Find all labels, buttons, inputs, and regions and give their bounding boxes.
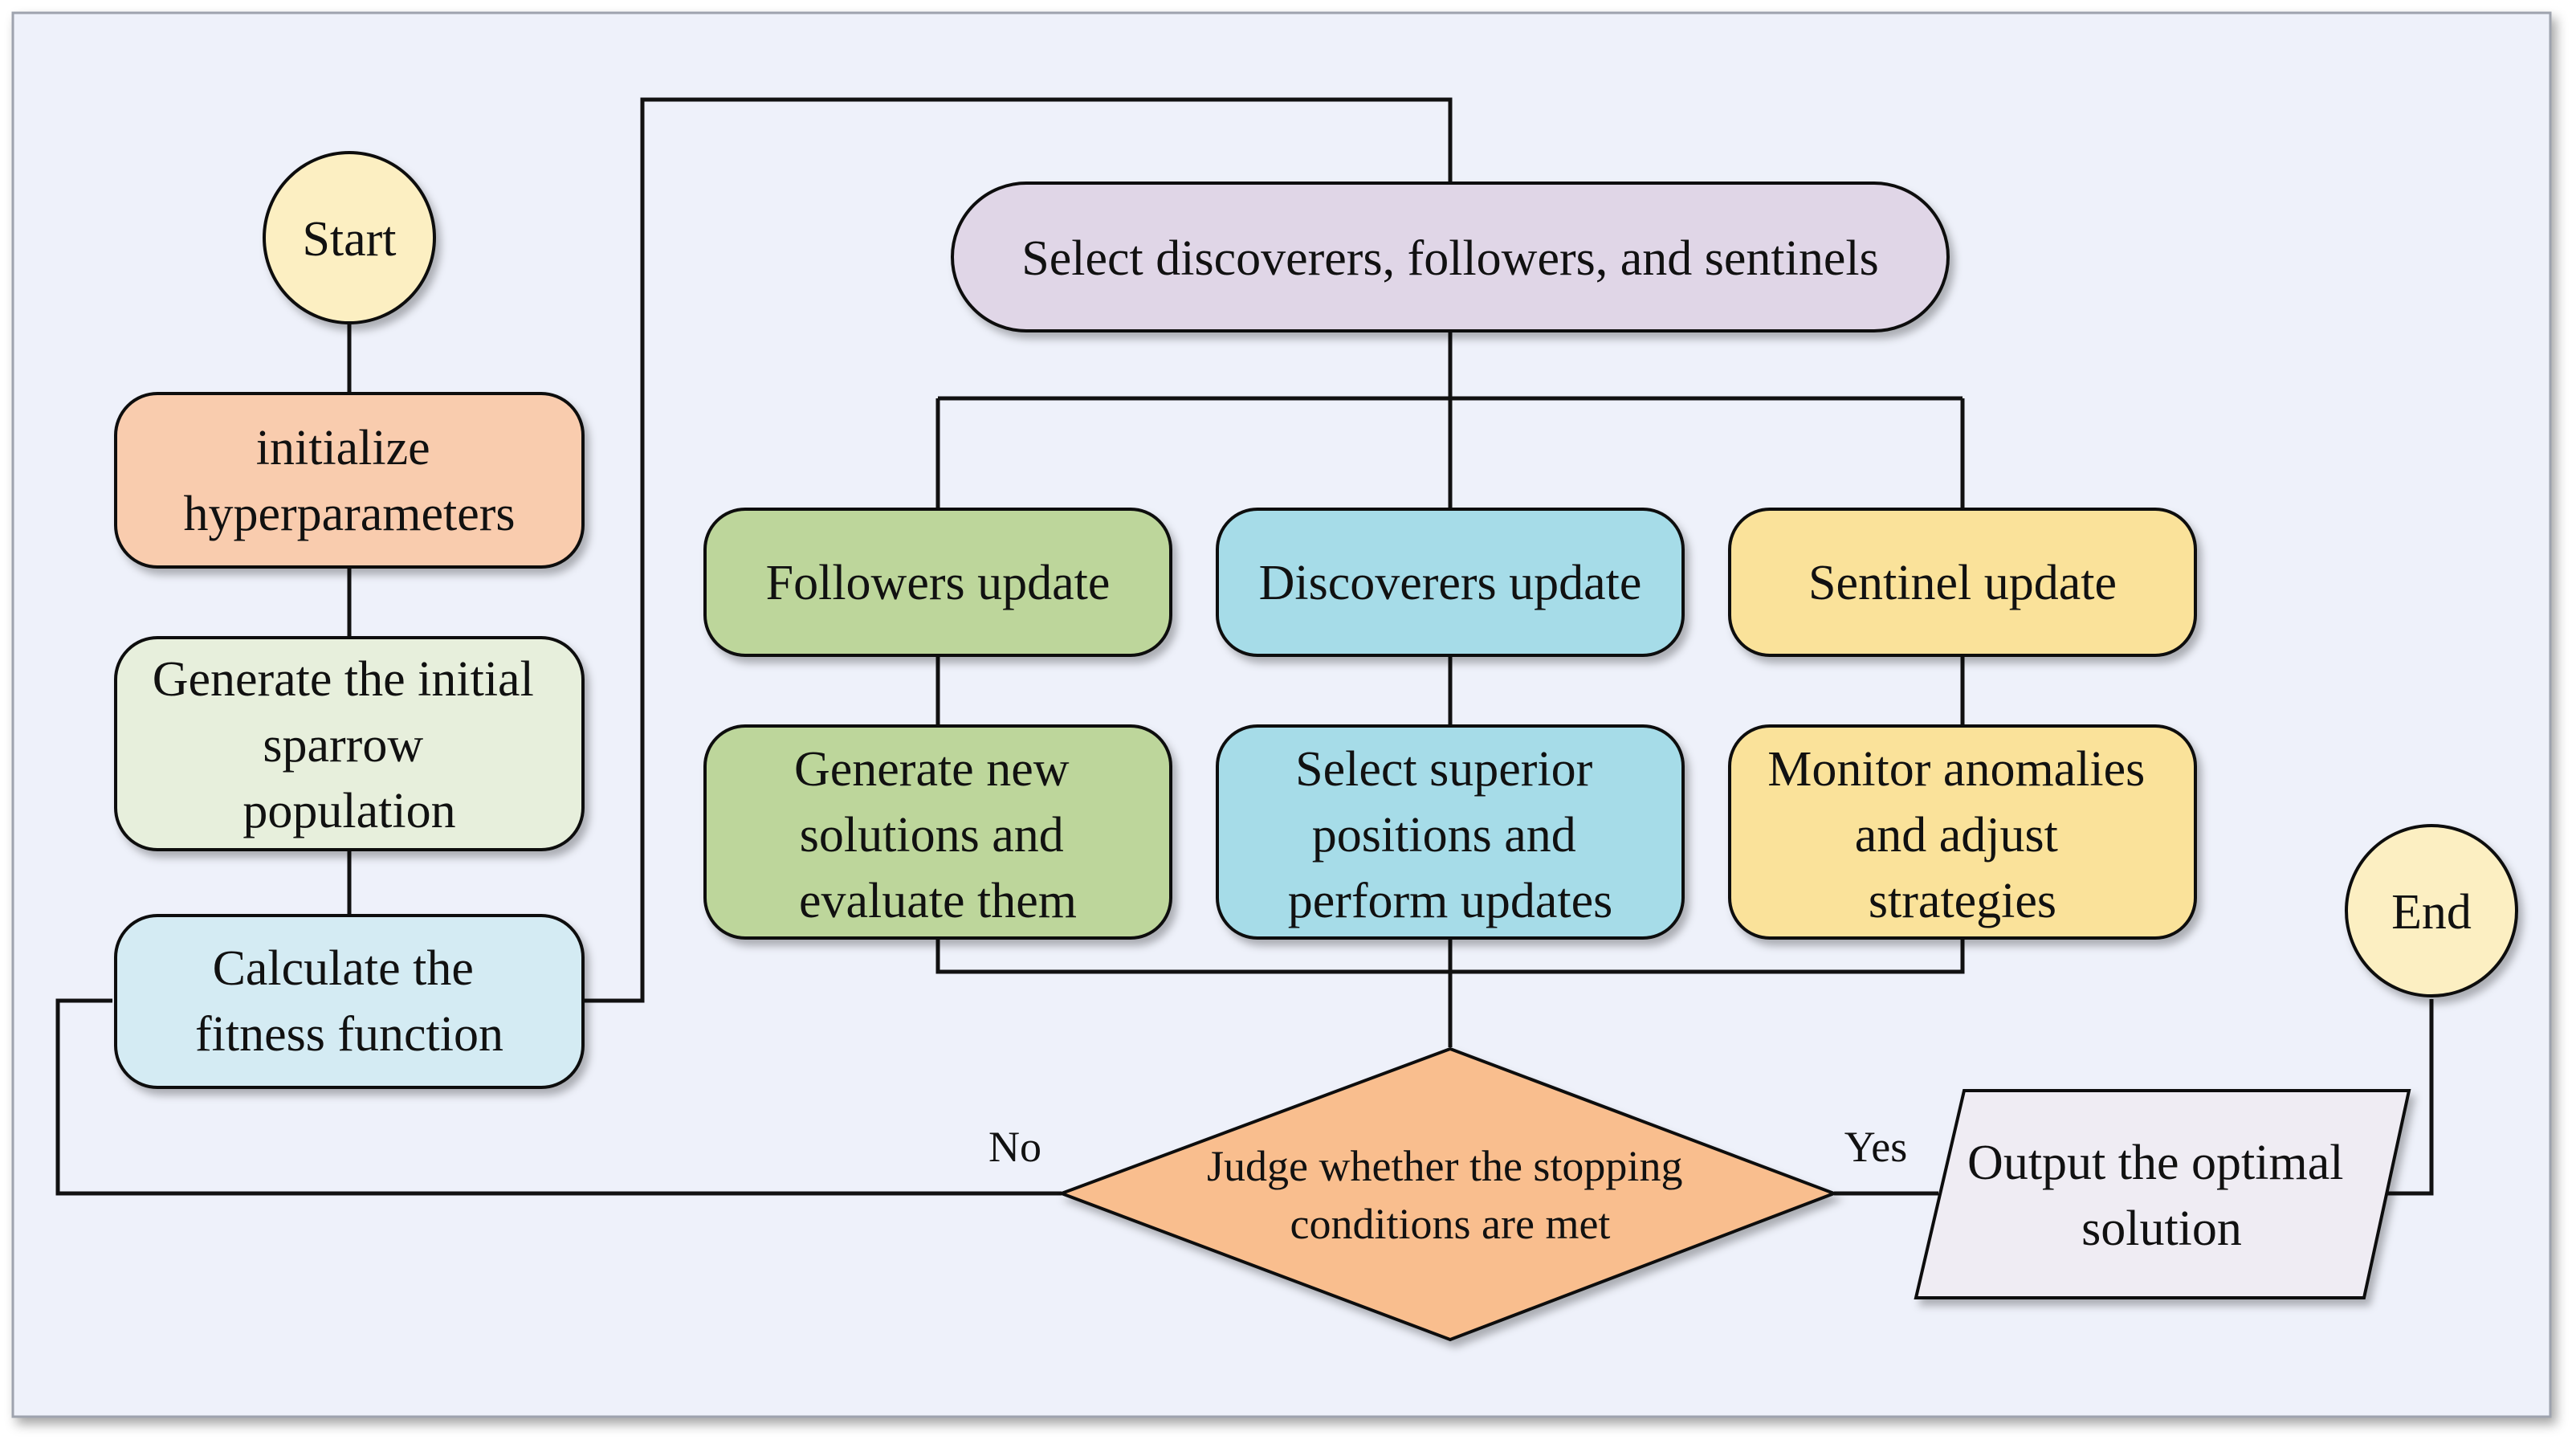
discoverers-update-label: Discoverers update bbox=[1259, 556, 1642, 610]
decision-line-2: conditions are met bbox=[1290, 1200, 1611, 1248]
discoverers-action-line-2: positions and bbox=[1312, 808, 1576, 863]
end-label: End bbox=[2391, 885, 2472, 940]
connectors bbox=[55, 97, 2434, 1196]
sentinel-action-line-3: strategies bbox=[1869, 874, 2056, 928]
decision-line-1: Judge whether the stopping bbox=[1207, 1142, 1682, 1190]
fitness-line-1: Calculate the bbox=[213, 941, 474, 996]
end-circle bbox=[2345, 824, 2518, 997]
followers-action-box bbox=[703, 724, 1172, 940]
fitness-line-2: fitness function bbox=[195, 1007, 503, 1062]
arrow-output-to-end bbox=[2386, 998, 2434, 1196]
followers-update-label: Followers update bbox=[766, 556, 1111, 610]
discoverers-action-box bbox=[1216, 724, 1685, 940]
init-box bbox=[114, 392, 585, 569]
sentinel-action-line-2: and adjust bbox=[1855, 808, 2058, 863]
sentinel-update-box bbox=[1728, 508, 2197, 657]
init-line-1: initialize bbox=[256, 421, 430, 475]
init-line-2: hyperparameters bbox=[183, 487, 515, 541]
population-line-1: Generate the initial bbox=[153, 652, 534, 707]
followers-update-box bbox=[703, 508, 1172, 657]
decision-node: Judge whether the stopping conditions ar… bbox=[1057, 1046, 1839, 1342]
followers-action-label: Generate new solutions and evaluate them bbox=[794, 742, 1082, 928]
fitness-node: Calculate the fitness function bbox=[114, 914, 585, 1089]
followers-update-node: Followers update bbox=[703, 508, 1172, 657]
discoverers-update-node: Discoverers update bbox=[1216, 508, 1685, 657]
sentinel-action-box bbox=[1728, 724, 2197, 940]
discoverers-action-node: Select superior positions and perform up… bbox=[1216, 724, 1685, 940]
end-node: End bbox=[2345, 824, 2518, 997]
output-label: Output the optimal solution bbox=[1967, 1136, 2356, 1256]
decision-diamond bbox=[1057, 1046, 1839, 1342]
start-circle bbox=[263, 151, 436, 324]
sentinel-update-label: Sentinel update bbox=[1808, 556, 2117, 610]
followers-action-line-1: Generate new bbox=[794, 742, 1070, 797]
output-node: Output the optimal solution bbox=[1914, 1089, 2411, 1299]
select-node: Select discoverers, followers, and senti… bbox=[951, 182, 1950, 332]
population-box bbox=[114, 636, 585, 851]
output-line-1: Output the optimal bbox=[1967, 1136, 2343, 1190]
discoverers-action-line-3: perform updates bbox=[1288, 874, 1613, 928]
edge-label-no: No bbox=[988, 1123, 1041, 1171]
select-box bbox=[951, 182, 1950, 332]
population-line-2: sparrow bbox=[263, 718, 423, 773]
sentinel-action-line-1: Monitor anomalies bbox=[1767, 742, 2145, 797]
init-label: initialize hyperparameters bbox=[183, 421, 515, 541]
sentinel-action-node: Monitor anomalies and adjust strategies bbox=[1728, 724, 2197, 940]
arrow-decision-no-to-fitness bbox=[55, 998, 1062, 1196]
population-line-3: population bbox=[243, 784, 455, 838]
discoverers-action-line-1: Select superior bbox=[1295, 742, 1593, 797]
fitness-label: Calculate the fitness function bbox=[195, 941, 503, 1062]
fitness-box bbox=[114, 914, 585, 1089]
discoverers-update-box bbox=[1216, 508, 1685, 657]
output-parallelogram bbox=[1914, 1089, 2411, 1299]
arrow-fitness-to-select bbox=[583, 97, 1453, 1003]
start-node: Start bbox=[263, 151, 436, 324]
sentinel-update-node: Sentinel update bbox=[1728, 508, 2197, 657]
population-node: Generate the initial sparrow population bbox=[114, 636, 585, 851]
discoverers-action-label: Select superior positions and perform up… bbox=[1288, 742, 1613, 928]
followers-action-line-3: evaluate them bbox=[799, 874, 1077, 928]
select-label: Select discoverers, followers, and senti… bbox=[1021, 231, 1878, 286]
output-line-2: solution bbox=[2081, 1201, 2242, 1256]
population-label: Generate the initial sparrow population bbox=[153, 652, 547, 838]
edge-label-yes: Yes bbox=[1844, 1123, 1908, 1171]
start-label: Start bbox=[302, 212, 396, 267]
sentinel-action-label: Monitor anomalies and adjust strategies bbox=[1767, 742, 2158, 928]
followers-action-node: Generate new solutions and evaluate them bbox=[703, 724, 1172, 940]
decision-label: Judge whether the stopping conditions ar… bbox=[1207, 1142, 1694, 1248]
followers-action-line-2: solutions and bbox=[800, 808, 1064, 863]
init-node: initialize hyperparameters bbox=[114, 392, 585, 569]
